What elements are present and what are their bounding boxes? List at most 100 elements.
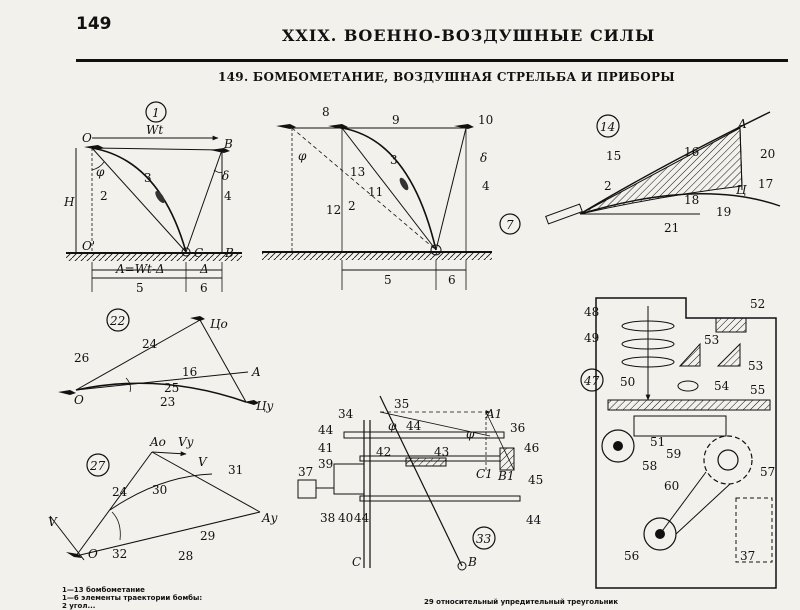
figure-1-angle-phi xyxy=(91,161,105,171)
label-18: 18 xyxy=(684,193,699,207)
label-19: 19 xyxy=(716,205,731,219)
label-54: 54 xyxy=(714,379,730,393)
label-44-b: 44 xyxy=(406,419,422,433)
target-icon xyxy=(430,244,442,256)
figure-33-rail-lower xyxy=(359,495,521,502)
target-icon xyxy=(181,247,191,257)
figure-14-number: 14 xyxy=(600,120,615,134)
label-32: 32 xyxy=(112,547,127,561)
figure-47-belt xyxy=(675,483,731,535)
label-10: 10 xyxy=(478,113,493,127)
figure-33-number-circle xyxy=(472,526,496,550)
sprocket-icon xyxy=(703,435,753,485)
label-20: 20 xyxy=(760,147,775,161)
label-4: 4 xyxy=(482,179,490,193)
figure-27-line-30 xyxy=(109,473,213,511)
label-42: 42 xyxy=(376,445,391,459)
label-37: 37 xyxy=(740,549,755,563)
prism-icon xyxy=(716,342,741,367)
figure-47-film-50 xyxy=(607,399,771,411)
figure-27-number-circle xyxy=(86,453,110,477)
label-35: 35 xyxy=(394,397,409,411)
figure-22-trajectory xyxy=(75,382,247,403)
label-55: 55 xyxy=(750,383,765,397)
aircraft-icon xyxy=(454,124,474,129)
label-53-b: 53 xyxy=(748,359,763,373)
label-phi-b: φ xyxy=(466,427,475,441)
figure-7-ground xyxy=(262,252,492,260)
figure-33-rail-upper xyxy=(343,431,505,439)
section-title: 149. БОМБОМЕТАНИЕ, ВОЗДУШНАЯ СТРЕЛЬБА И … xyxy=(218,70,675,84)
label-O: O xyxy=(88,547,98,561)
label-45: 45 xyxy=(528,473,543,487)
figure-1-flight-line xyxy=(91,147,223,151)
label-O: O xyxy=(82,131,92,145)
figure-14-number-circle xyxy=(596,114,620,138)
label-2: 2 xyxy=(604,179,612,193)
label-A: A xyxy=(737,117,747,131)
bomb-icon xyxy=(155,191,165,203)
footer-line-2: 1—6 элементы траектории бомбы: xyxy=(62,594,203,602)
figure-33-screw xyxy=(405,457,447,467)
label-30: 30 xyxy=(152,483,167,497)
figure-47-motor-52 xyxy=(715,317,747,333)
label-C1: C1 xyxy=(476,467,493,481)
figure-27-line-31 xyxy=(151,451,261,513)
label-36: 36 xyxy=(510,421,525,435)
label-23: 23 xyxy=(160,395,175,409)
figure-47-frame-59 xyxy=(633,415,727,437)
label-O: O xyxy=(74,393,84,407)
label-13: 13 xyxy=(350,165,365,179)
label-B1: B1 xyxy=(497,469,514,483)
label-37: 37 xyxy=(298,465,313,479)
label-21: 21 xyxy=(664,221,679,235)
figure-33-part-37 xyxy=(297,479,317,499)
figure-14: 14 A 15 16 20 2 17 Ц 18 19 21 xyxy=(545,111,781,235)
label-16: 16 xyxy=(684,145,699,159)
label-5: 5 xyxy=(384,273,392,287)
label-28: 28 xyxy=(178,549,193,563)
figure-7-dashed-sight xyxy=(291,127,437,251)
footer-line-3: 2 угол... xyxy=(62,602,96,610)
figure-27-vector-v xyxy=(49,515,85,561)
figure-7: 7 8 9 10 φ δ 3 13 2 11 12 4 5 6 xyxy=(262,105,521,290)
label-Ts-o: Цo xyxy=(210,317,228,331)
figure-22-side xyxy=(199,319,247,403)
figure-7-line-4 xyxy=(435,127,467,251)
figure-1-sight-line xyxy=(91,147,187,253)
prism-icon xyxy=(678,342,701,367)
label-Ts-y: Цу xyxy=(256,399,273,413)
label-46: 46 xyxy=(524,441,539,455)
label-38: 38 xyxy=(320,511,335,525)
figure-27: 27 Ao Vу V 31 30 24 Aу V 29 O 32 28 xyxy=(48,435,278,563)
label-3: 3 xyxy=(144,171,152,185)
aircraft-icon xyxy=(276,124,296,129)
label-delta: δ xyxy=(222,169,229,183)
lens-icon xyxy=(677,380,699,392)
label-34: 34 xyxy=(338,407,354,421)
label-Delta: Δ xyxy=(199,262,209,276)
figure-47-belt xyxy=(659,471,707,535)
sprocket-hub xyxy=(717,449,739,471)
label-49: 49 xyxy=(584,331,599,345)
figure-7-number: 7 xyxy=(506,218,514,232)
figure-22-number: 22 xyxy=(109,314,125,328)
figure-47-number-circle xyxy=(580,368,604,392)
label-delta: δ xyxy=(480,151,487,165)
label-V-y: Vу xyxy=(178,435,194,449)
figure-27-vector-vy xyxy=(151,451,187,457)
figure-27-number: 27 xyxy=(89,459,106,473)
label-O-prime: O' xyxy=(82,239,95,253)
figure-33-sight-line xyxy=(379,395,463,567)
label-Wt: Wt xyxy=(146,123,163,137)
gun-barrel-icon xyxy=(545,203,583,225)
label-C: C xyxy=(194,246,203,260)
label-A1: A1 xyxy=(485,407,502,421)
figure-22-number-circle xyxy=(106,308,130,332)
label-3: 3 xyxy=(390,153,398,167)
figure-27-angle xyxy=(111,511,121,541)
label-51: 51 xyxy=(650,435,665,449)
label-phi-a: φ xyxy=(388,419,397,433)
figure-22-line-24 xyxy=(75,319,201,391)
